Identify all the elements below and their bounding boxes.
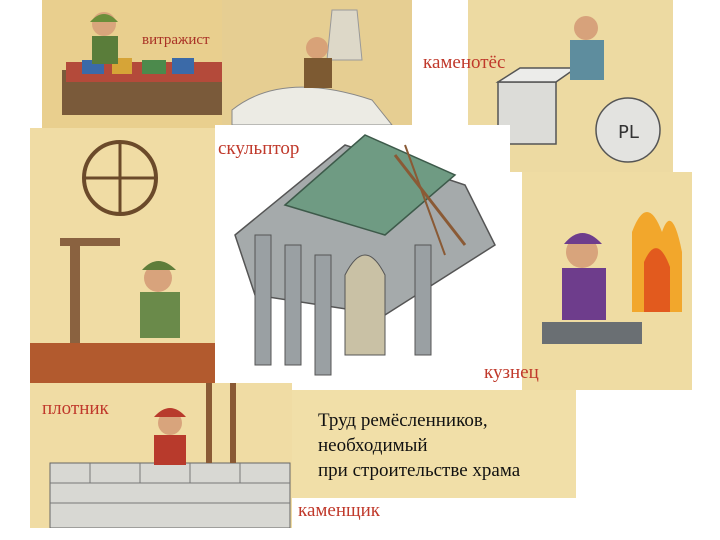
- cathedral-illustration: [234, 134, 496, 376]
- blacksmith-label: кузнец: [484, 362, 539, 383]
- cathedral-panel: [215, 125, 510, 385]
- mason-label: каменщик: [298, 500, 381, 521]
- carpenter-label: плотник: [42, 398, 109, 419]
- mason-panel: [30, 383, 292, 528]
- caption-panel: [292, 390, 576, 498]
- svg-text:PL: PL: [618, 122, 639, 143]
- glazier-panel: [42, 0, 242, 128]
- sculptor-panel: [222, 0, 412, 128]
- sculptor-label: скульптор: [218, 138, 300, 159]
- caption-text: Труд ремёсленников, необходимый при стро…: [318, 408, 520, 483]
- mason-illustration: [49, 383, 291, 528]
- caption-line-2: необходимый: [318, 435, 428, 456]
- carpenter-illustration: [30, 140, 215, 383]
- stonecutter-label: каменотёс: [423, 52, 506, 73]
- carpenter-panel: [30, 128, 215, 383]
- caption-line-3: при строительстве храма: [318, 460, 521, 481]
- glazier-label: витражист: [142, 32, 210, 48]
- glazier-illustration: [62, 12, 232, 115]
- blacksmith-panel: [522, 172, 692, 390]
- sculptor-illustration: [231, 9, 394, 126]
- blacksmith-illustration: [542, 212, 682, 344]
- caption-line-1: Труд ремёсленников,: [318, 410, 488, 431]
